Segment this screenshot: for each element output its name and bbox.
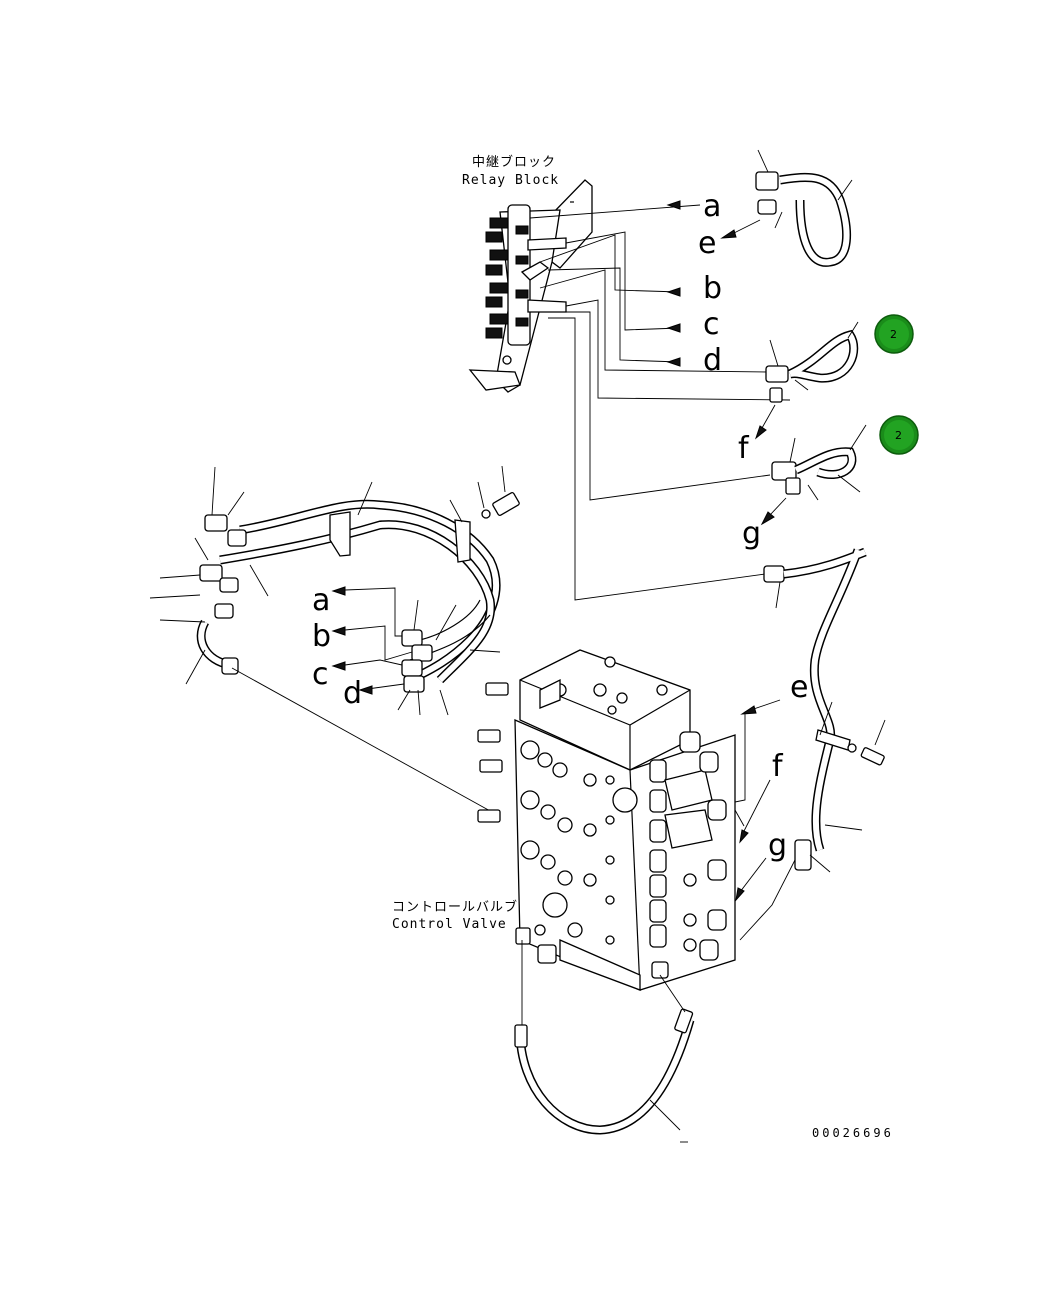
hose-a-e <box>755 149 853 267</box>
relay-block-label-jp: 中継ブロック <box>472 154 556 170</box>
letter-f-right: f <box>738 431 750 466</box>
long-hose-right <box>763 547 886 873</box>
control-valve <box>477 649 796 1143</box>
letter-d-left: d <box>343 676 362 711</box>
letter-e-valve: e <box>790 670 808 705</box>
badge-2-bottom[interactable]: 2 <box>879 415 919 455</box>
letter-f-valve: f <box>772 749 784 784</box>
left-hose-bundle <box>149 465 520 813</box>
control-valve-label-en: Control Valve <box>392 917 507 932</box>
letter-c-right: c <box>703 307 720 342</box>
hose-g <box>760 424 867 526</box>
letter-c-left: c <box>312 657 329 692</box>
letter-b-left: b <box>312 619 331 654</box>
letter-e-right: e <box>698 226 716 261</box>
connection-letters: a e b c d f g a b c d e f g <box>312 189 808 863</box>
relay-leader-lines <box>529 200 791 601</box>
letter-a-right: a <box>703 189 721 224</box>
relay-block-label-en: Relay Block <box>462 173 559 188</box>
letter-g-right: g <box>742 516 761 551</box>
drawing-code: 00026696 <box>812 1126 894 1140</box>
control-valve-label-jp: コントロールバルブ <box>392 899 518 915</box>
badge-2-top-label: 2 <box>890 328 897 341</box>
letter-g-valve: g <box>768 828 787 863</box>
hose-f <box>754 321 859 440</box>
badge-2-bottom-label: 2 <box>895 429 902 442</box>
relay-block: 中継ブロック Relay Block <box>462 154 593 393</box>
letter-a-left: a <box>312 583 330 618</box>
letter-d-right: d <box>703 343 722 378</box>
letter-b-right: b <box>703 271 722 306</box>
badge-2-top[interactable]: 2 <box>874 314 914 354</box>
